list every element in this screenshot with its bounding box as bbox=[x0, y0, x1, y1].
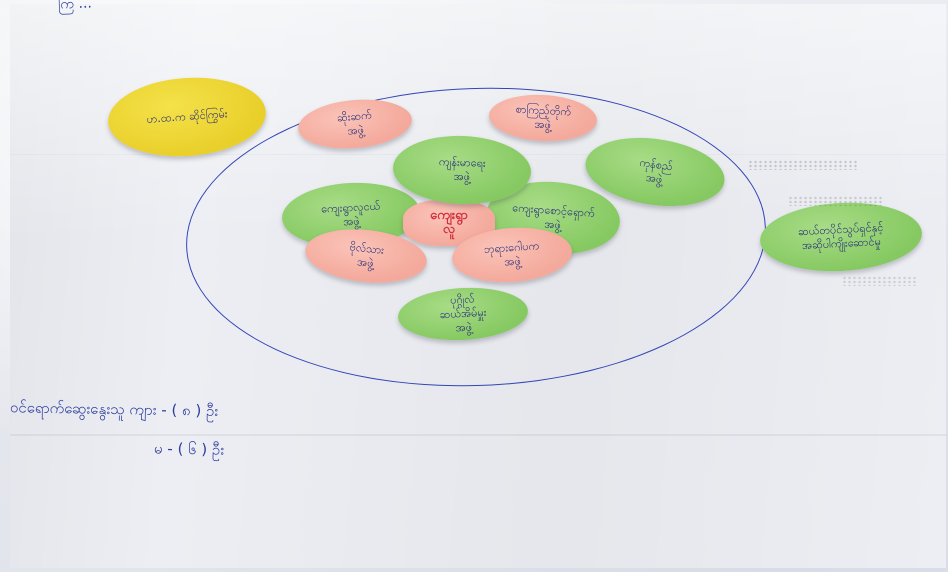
top-scribble: ကြ ... bbox=[57, 0, 93, 13]
participants-line-2: မ - ( ၆ ) ဦး bbox=[153, 439, 225, 459]
participants-line-1: ဝင်ရောက်ဆွေးနွေးသူ ကျား - ( ၈ ) ဦး bbox=[9, 398, 219, 420]
paper-fold bbox=[10, 434, 946, 436]
faded-writing bbox=[842, 276, 918, 286]
faded-writing bbox=[788, 196, 884, 206]
faded-writing bbox=[748, 160, 858, 170]
